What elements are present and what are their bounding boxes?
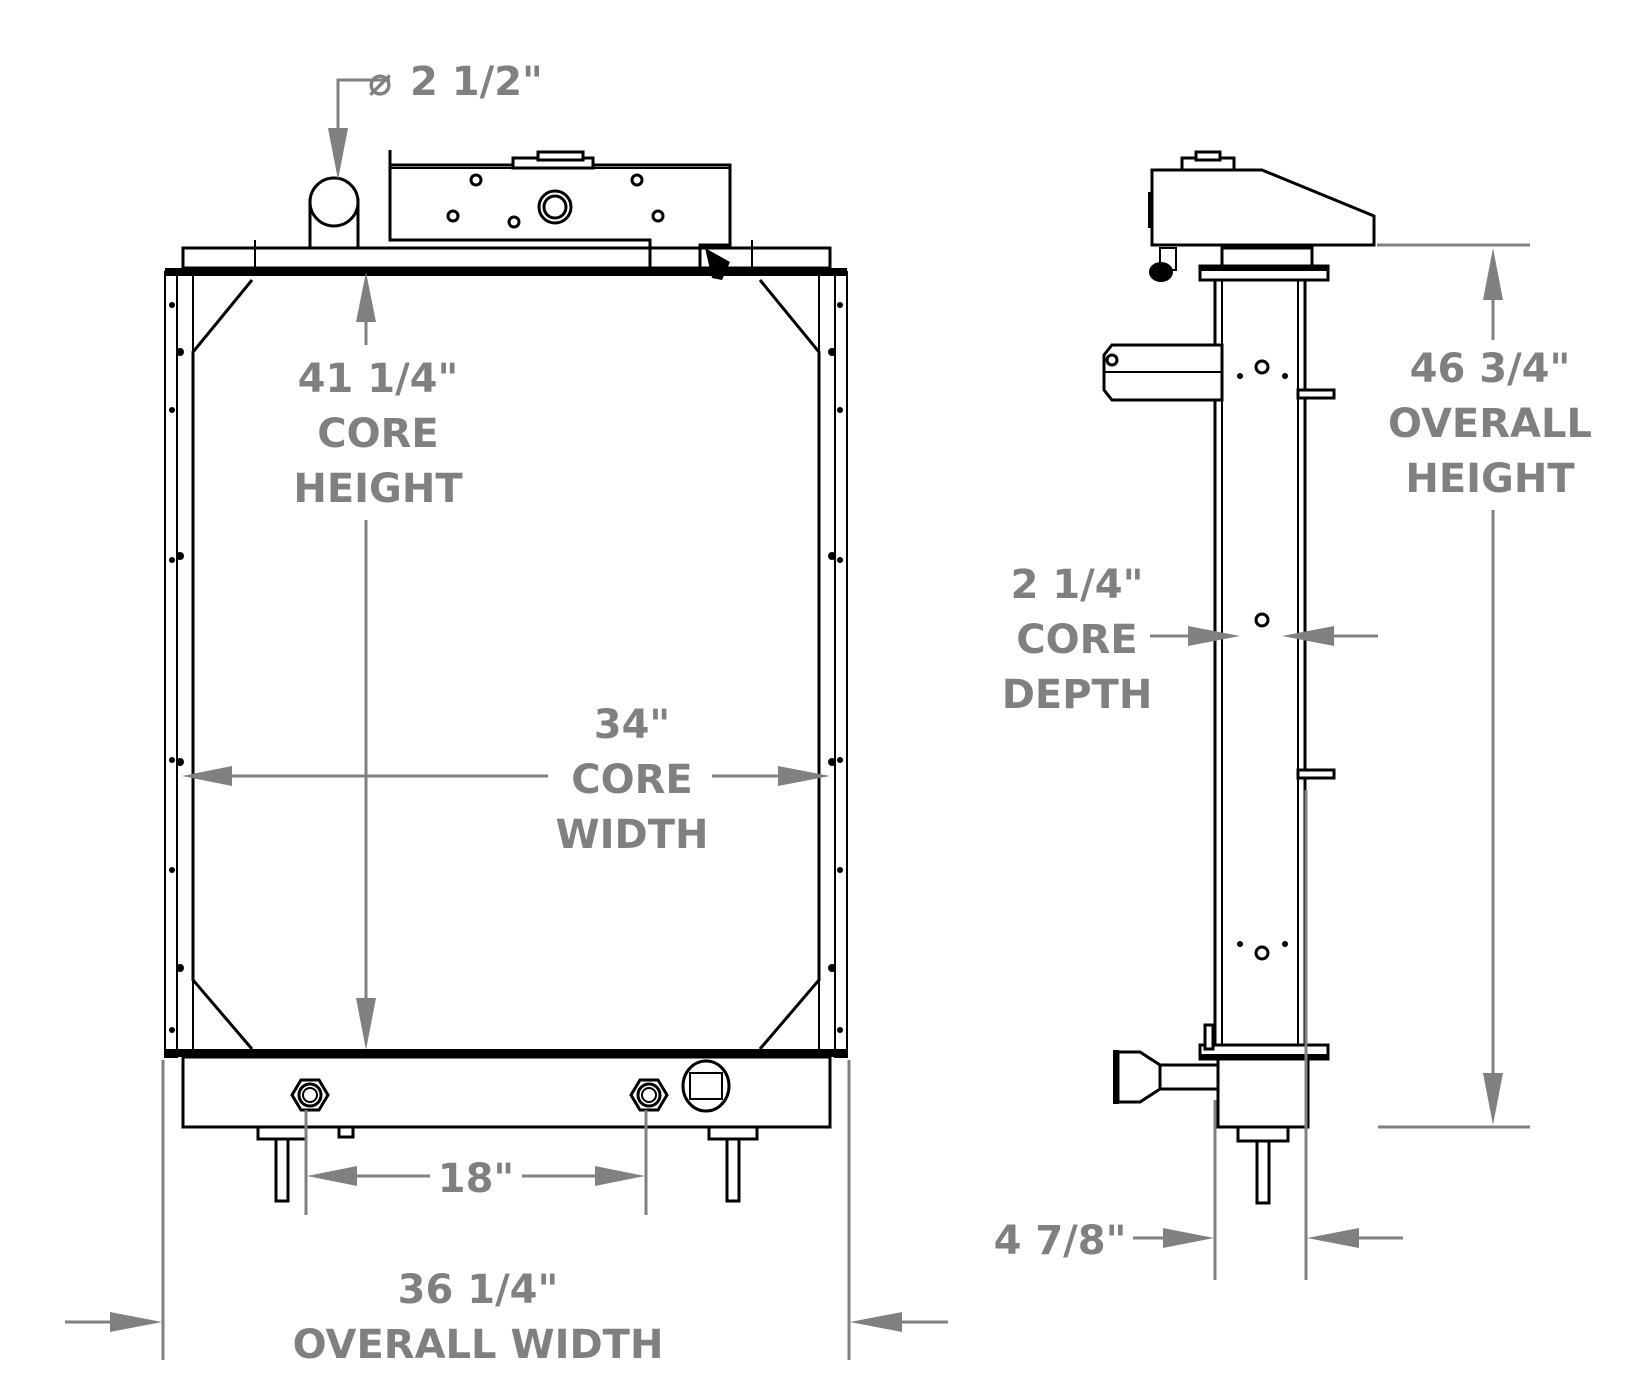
overall-width-label: OVERALL WIDTH (293, 1322, 664, 1368)
dimension-core-height: 41 1/4" CORE HEIGHT (293, 272, 463, 1050)
dimension-overall-depth: 4 7/8" (994, 790, 1403, 1280)
core-height-label-2: HEIGHT (293, 466, 463, 512)
overall-depth-value: 4 7/8" (994, 1218, 1127, 1264)
core-width-label: CORE (571, 757, 692, 803)
dimension-overall-height: 46 3/4" OVERALL HEIGHT (1377, 243, 1592, 1129)
outlet-spacing-value: 18" (438, 1156, 515, 1202)
overall-height-value: 46 3/4" (1410, 346, 1571, 392)
core-height-label: CORE (317, 411, 438, 457)
overall-height-label: OVERALL (1388, 401, 1592, 447)
dimension-core-width: 34" CORE WIDTH (182, 702, 830, 858)
dimension-overall-width: 36 1/4" OVERALL WIDTH (65, 1060, 948, 1368)
dimension-core-depth: 2 1/4" CORE DEPTH (1002, 562, 1378, 718)
side-view (1102, 150, 1376, 1205)
overall-width-value: 36 1/4" (398, 1267, 559, 1313)
core-width-label-2: WIDTH (556, 812, 709, 858)
inlet-diameter-value: 2 1/2" (410, 59, 543, 105)
core-width-value: 34" (594, 702, 671, 748)
core-depth-label: CORE (1016, 617, 1137, 663)
core-depth-value: 2 1/4" (1011, 562, 1144, 608)
dimension-inlet-diameter: ⌀ 2 1/2" (328, 59, 543, 180)
front-view (164, 150, 848, 1203)
core-height-value: 41 1/4" (298, 356, 459, 402)
core-depth-label-2: DEPTH (1002, 672, 1153, 718)
overall-height-label-2: HEIGHT (1405, 456, 1575, 502)
dimension-outlet-spacing: 18" (304, 1110, 648, 1215)
diameter-symbol: ⌀ (368, 59, 392, 105)
